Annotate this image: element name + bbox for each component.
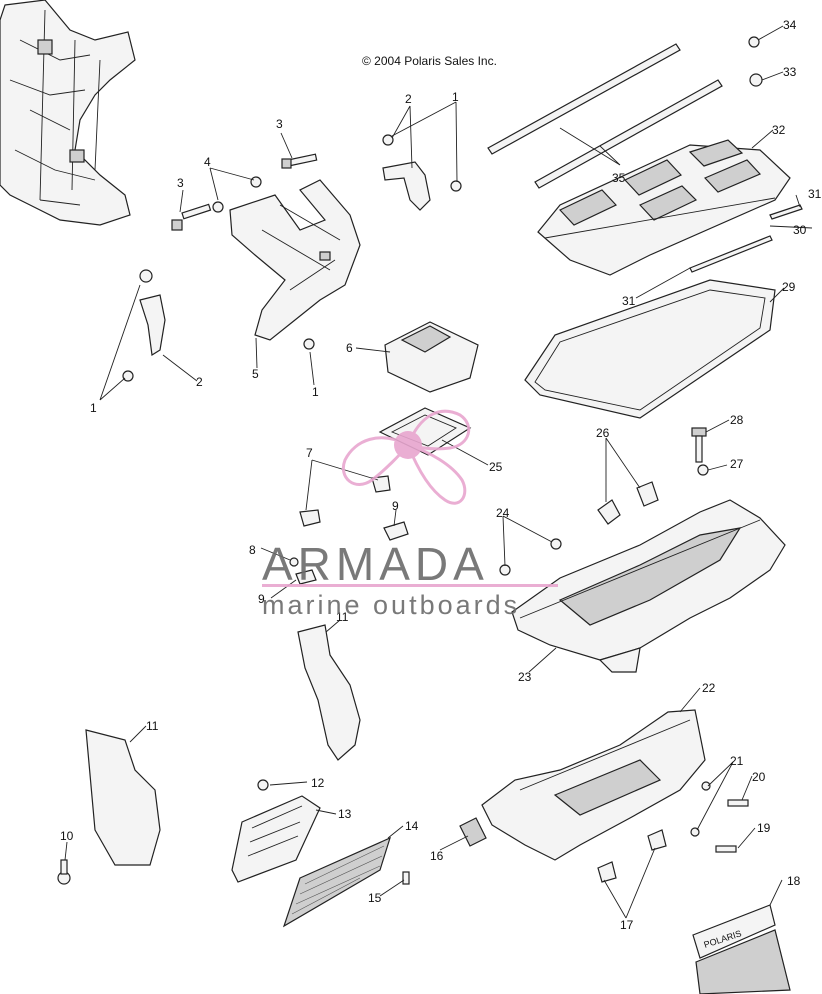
callout-28: 28 xyxy=(730,413,744,427)
callout-3: 3 xyxy=(177,176,184,190)
propeller-logo-icon xyxy=(341,409,471,505)
nut-33 xyxy=(749,73,763,87)
watermark-subtitle: marine outboards xyxy=(262,590,520,620)
leader-lines xyxy=(64,25,813,919)
callout-25: 25 xyxy=(489,460,503,474)
mount-26a xyxy=(597,499,621,525)
callout-21: 21 xyxy=(730,754,744,768)
callout-11: 11 xyxy=(336,610,349,624)
trim-16 xyxy=(459,817,487,847)
bracket-2-top xyxy=(382,134,462,211)
callout-1: 1 xyxy=(312,385,319,399)
callout-2: 2 xyxy=(196,375,203,389)
copyright-text: © 2004 Polaris Sales Inc. xyxy=(362,54,497,68)
callout-19: 19 xyxy=(757,821,771,835)
callout-29: 29 xyxy=(782,280,796,294)
callout-13: 13 xyxy=(338,807,352,821)
panel-13 xyxy=(231,795,321,883)
part-9a xyxy=(383,521,409,541)
watermark-rule xyxy=(262,584,558,587)
callout-30: 30 xyxy=(793,223,807,237)
watermark: ARMADA marine outboards xyxy=(262,409,558,620)
clip-17a xyxy=(597,861,617,883)
electronic-module xyxy=(384,321,479,393)
callout-24: 24 xyxy=(496,506,510,520)
rivet-1-top-left xyxy=(139,269,153,283)
callout-6: 6 xyxy=(346,341,353,355)
part-24b xyxy=(550,538,562,550)
grille-14 xyxy=(282,836,391,928)
nut-12 xyxy=(257,779,269,791)
fairing-11-right xyxy=(297,624,361,761)
fairing-11-left xyxy=(85,729,161,866)
callout-3: 3 xyxy=(276,117,283,131)
callout-12: 12 xyxy=(311,776,325,790)
watermark-title: ARMADA xyxy=(262,538,489,590)
nut-4a xyxy=(212,201,224,213)
clip-17b xyxy=(647,829,667,851)
rack-tray-32 xyxy=(537,139,791,276)
callout-1: 1 xyxy=(452,90,459,104)
callout-9: 9 xyxy=(258,592,265,606)
part-7a xyxy=(299,509,321,527)
washer-21a xyxy=(701,781,711,791)
bolt-20 xyxy=(727,799,749,807)
screw-10 xyxy=(57,859,71,885)
washer-34 xyxy=(748,36,760,48)
bolt-19 xyxy=(715,845,737,853)
callout-11: 11 xyxy=(146,719,159,733)
bolt-3-left xyxy=(171,203,212,231)
decal-18: POLARIS xyxy=(692,904,791,994)
callout-10: 10 xyxy=(60,829,74,843)
callout-2: 2 xyxy=(405,92,412,106)
callout-20: 20 xyxy=(752,770,766,784)
rivet-1-bottom-left xyxy=(122,370,134,382)
callout-9: 9 xyxy=(392,499,399,513)
callout-15: 15 xyxy=(368,891,382,905)
callout-16: 16 xyxy=(430,849,444,863)
callout-5: 5 xyxy=(252,367,259,381)
part-9b xyxy=(295,569,317,585)
nut-4b xyxy=(250,176,262,188)
callout-labels: 1 1 1 2 2 3 3 4 5 6 7 8 9 9 10 11 11 12 … xyxy=(60,18,822,932)
callout-32: 32 xyxy=(772,123,786,137)
bumper-bracket xyxy=(229,179,361,341)
front-tub-23 xyxy=(511,499,786,673)
callout-22: 22 xyxy=(702,681,716,695)
callout-35: 35 xyxy=(612,171,626,185)
callout-31: 31 xyxy=(808,187,822,201)
callout-34: 34 xyxy=(783,18,797,32)
rails-35 xyxy=(487,43,723,189)
callout-27: 27 xyxy=(730,457,744,471)
callout-4: 4 xyxy=(204,155,211,169)
rivet-1-mid xyxy=(303,338,315,350)
part-24a xyxy=(499,564,511,576)
nut-27 xyxy=(697,464,709,476)
strip-31-top xyxy=(769,204,803,220)
bracket-2-left xyxy=(139,294,166,357)
front-bumper-22 xyxy=(481,709,706,861)
callout-26: 26 xyxy=(596,426,610,440)
bolt-3-top xyxy=(281,153,318,169)
part-8 xyxy=(289,557,299,567)
seal-29 xyxy=(524,279,776,419)
frame-assembly xyxy=(0,0,136,226)
mount-26b xyxy=(636,481,659,507)
callout-33: 33 xyxy=(783,65,797,79)
callout-1: 1 xyxy=(90,401,97,415)
callout-18: 18 xyxy=(787,874,801,888)
callout-7: 7 xyxy=(306,446,313,460)
screw-15 xyxy=(402,871,410,885)
callout-14: 14 xyxy=(405,819,419,833)
callout-31: 31 xyxy=(622,294,636,308)
strip-30 xyxy=(689,235,773,273)
callout-17: 17 xyxy=(620,918,634,932)
callout-8: 8 xyxy=(249,543,256,557)
callout-23: 23 xyxy=(518,670,532,684)
bolt-28 xyxy=(691,427,707,463)
